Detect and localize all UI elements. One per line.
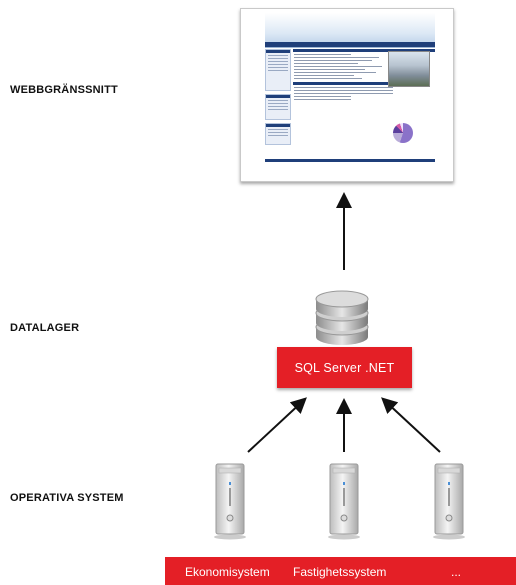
server-icon	[433, 463, 465, 540]
layer-label-web: WEBBGRÄNSSNITT	[10, 84, 118, 96]
system-label-fastighet: Fastighetssystem	[293, 565, 387, 579]
server-icon	[328, 463, 360, 540]
thumbnail-sidebar	[265, 49, 291, 177]
arrow-server1-to-sql	[247, 397, 307, 453]
server-icon	[214, 463, 246, 540]
arrow-server3-to-sql	[381, 397, 441, 453]
layer-label-operative: OPERATIVA SYSTEM	[10, 492, 124, 504]
thumbnail-main-content	[293, 49, 435, 177]
system-label-more: ...	[451, 565, 462, 579]
pie-chart-icon	[393, 123, 413, 143]
sql-server-box: SQL Server .NET	[277, 347, 412, 388]
layer-label-data: DATALAGER	[10, 322, 80, 334]
system-label-ekonomi: Ekonomisystem	[185, 565, 270, 579]
thumbnail-footer-bar	[265, 159, 435, 162]
thumbnail-nav-bar	[265, 42, 435, 47]
database-icon	[315, 290, 369, 345]
web-interface-screenshot	[240, 8, 454, 182]
operative-systems-bar: Ekonomisystem Fastighetssystem ...	[165, 557, 516, 585]
building-photo	[388, 51, 430, 87]
